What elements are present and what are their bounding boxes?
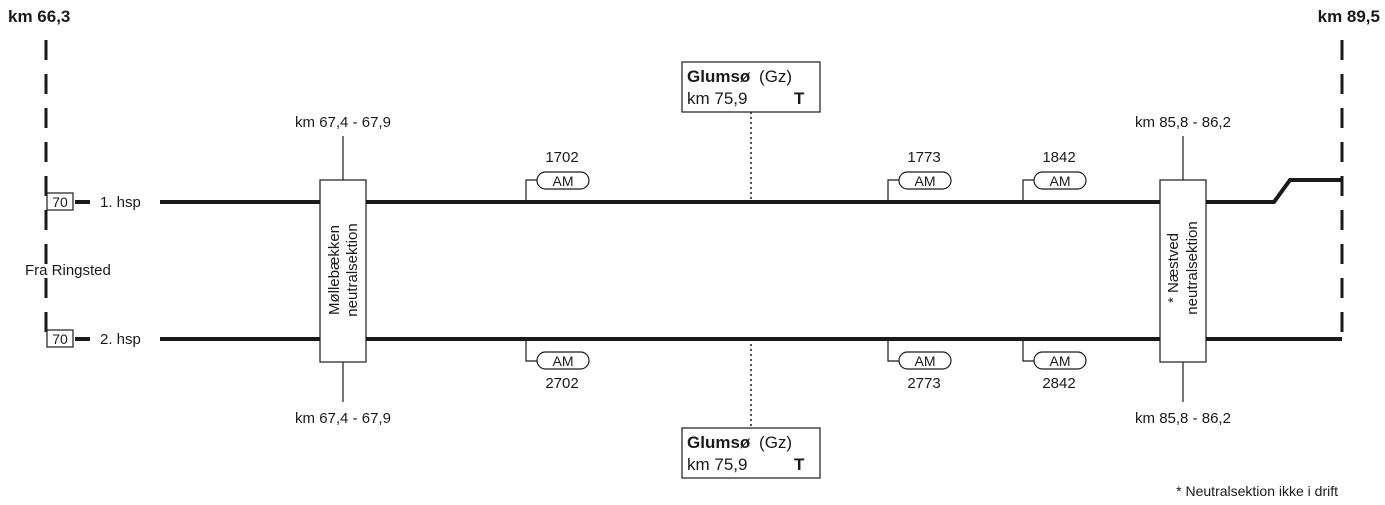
signal-number: 1702	[545, 149, 578, 166]
signal-number: 2842	[1042, 375, 1075, 392]
signal-2842: AM 2842	[1022, 339, 1087, 392]
footnote: * Neutralsektion ikke i drift	[1176, 483, 1338, 499]
neutral-section-name: * Næstved	[1165, 233, 1182, 303]
signal-mast	[525, 179, 537, 202]
neutral-section-mollebaekken: km 67,4 - 67,9 Møllebækken neutralsektio…	[295, 114, 391, 427]
signal-number: 1773	[907, 149, 940, 166]
signal-2773: AM 2773	[887, 339, 952, 392]
station-code: (Gz)	[759, 433, 792, 452]
signal-number: 2702	[545, 375, 578, 392]
neutral-section-name: Møllebækken	[326, 225, 343, 315]
station-box-bottom: Glumsø (Gz) km 75,9 T	[681, 427, 821, 479]
speed-value-track1: 70	[52, 194, 68, 210]
signal-type: AM	[553, 173, 574, 189]
neutral-section-km-bottom: km 67,4 - 67,9	[295, 410, 391, 427]
station-name: Glumsø	[687, 433, 751, 452]
neutral-section-naestved: km 85,8 - 86,2 * Næstved neutralsektion …	[1135, 114, 1231, 427]
signal-type: AM	[915, 353, 936, 369]
signal-am-pill	[1033, 351, 1087, 370]
signal-2702: AM 2702	[525, 339, 590, 392]
svg-text:Glumsø (Gz): Glumsø (Gz)	[687, 67, 792, 86]
neutral-section-box	[319, 179, 367, 363]
signal-number: 1842	[1042, 149, 1075, 166]
station-km: km 75,9	[687, 455, 747, 474]
neutral-section-km-top: km 85,8 - 86,2	[1135, 114, 1231, 131]
signal-mast	[887, 339, 899, 362]
km-end-label: km 89,5	[1318, 7, 1380, 26]
signal-type: AM	[1050, 173, 1071, 189]
track2-label: 2. hsp	[100, 331, 141, 348]
signal-type: AM	[915, 173, 936, 189]
neutral-section-type: neutralsektion	[344, 223, 361, 316]
signal-am-pill	[898, 171, 952, 190]
station-name: Glumsø	[687, 67, 751, 86]
track1-line	[160, 178, 1342, 204]
signal-1702: 1702 AM	[525, 149, 590, 202]
station-box-top: Glumsø (Gz) km 75,9 T	[681, 61, 821, 113]
station-code: (Gz)	[759, 67, 792, 86]
speed-value-track2: 70	[52, 331, 68, 347]
signal-1773: 1773 AM	[887, 149, 952, 202]
neutral-section-km-bottom: km 85,8 - 86,2	[1135, 410, 1231, 427]
station-box	[681, 427, 821, 479]
speed-sign-track1	[46, 192, 74, 211]
signal-type: AM	[553, 353, 574, 369]
signal-am-pill	[898, 351, 952, 370]
neutral-section-type: neutralsektion	[1184, 221, 1201, 314]
km-start-label: km 66,3	[8, 7, 70, 26]
svg-text:Glumsø (Gz): Glumsø (Gz)	[687, 433, 792, 452]
signal-mast	[1022, 179, 1034, 202]
signal-type: AM	[1050, 353, 1071, 369]
station-type: T	[794, 89, 805, 108]
neutral-section-box	[1159, 179, 1207, 363]
signal-mast	[1022, 339, 1034, 362]
signal-mast	[887, 179, 899, 202]
signal-am-pill	[536, 171, 590, 190]
speed-sign-track2	[46, 329, 74, 348]
signal-mast	[525, 339, 537, 362]
neutral-section-km-top: km 67,4 - 67,9	[295, 114, 391, 131]
station-km: km 75,9	[687, 89, 747, 108]
station-type: T	[794, 455, 805, 474]
signal-1842: 1842 AM	[1022, 149, 1087, 202]
origin-label: Fra Ringsted	[25, 262, 111, 279]
signal-am-pill	[536, 351, 590, 370]
track1-label: 1. hsp	[100, 194, 141, 211]
signal-number: 2773	[907, 375, 940, 392]
signal-am-pill	[1033, 171, 1087, 190]
